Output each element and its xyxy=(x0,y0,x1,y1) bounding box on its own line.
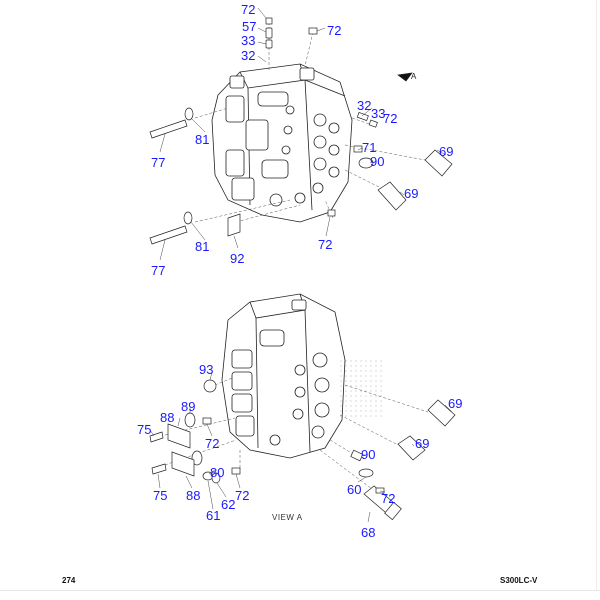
lower-control-valve-body xyxy=(221,293,346,459)
callout-69: 69 xyxy=(439,144,453,159)
callout-72: 72 xyxy=(241,2,255,17)
callout-57: 57 xyxy=(242,19,256,34)
callout-93: 93 xyxy=(199,362,213,377)
lower-hatch-area xyxy=(340,360,382,418)
callout-68: 68 xyxy=(361,525,375,540)
callout-77: 77 xyxy=(151,155,165,170)
callout-33: 33 xyxy=(371,106,385,121)
callout-72: 72 xyxy=(327,23,341,38)
callout-72: 72 xyxy=(381,491,395,506)
callout-75: 75 xyxy=(153,488,167,503)
callout-90: 90 xyxy=(370,154,384,169)
callout-62: 62 xyxy=(221,497,235,512)
lower-small-parts xyxy=(149,379,456,521)
callout-33: 33 xyxy=(241,33,255,48)
callout-72: 72 xyxy=(205,436,219,451)
callout-72: 72 xyxy=(235,488,249,503)
page-number: 274 xyxy=(62,576,76,585)
callout-69: 69 xyxy=(448,396,462,411)
callout-92: 92 xyxy=(230,251,244,266)
callout-72: 72 xyxy=(383,111,397,126)
model-code: S300LC-V xyxy=(500,576,538,585)
upper-small-parts xyxy=(149,17,453,245)
callout-88: 88 xyxy=(160,410,174,425)
callout-71: 71 xyxy=(362,140,376,155)
callout-72: 72 xyxy=(318,237,332,252)
bottom-rule xyxy=(0,590,600,591)
callout-32: 32 xyxy=(357,98,371,113)
callout-32: 32 xyxy=(241,48,255,63)
callout-88: 88 xyxy=(186,488,200,503)
leader-lines xyxy=(149,7,453,523)
lower-callouts: 93 89 69 88 75 72 69 90 80 88 75 72 62 6… xyxy=(137,362,462,540)
callout-81: 81 xyxy=(195,132,209,147)
callout-81: 81 xyxy=(195,239,209,254)
callout-69: 69 xyxy=(404,186,418,201)
view-a-caption: VIEW A xyxy=(272,513,303,522)
callout-80: 80 xyxy=(210,465,224,480)
callout-77: 77 xyxy=(151,263,165,278)
callout-61: 61 xyxy=(206,508,220,523)
callout-75: 75 xyxy=(137,422,151,437)
callout-89: 89 xyxy=(181,399,195,414)
upper-control-valve-body xyxy=(211,63,353,223)
upper-callouts: 72 57 33 32 72 81 77 32 33 72 69 71 90 6… xyxy=(151,2,453,278)
callout-60: 60 xyxy=(347,482,361,497)
right-rule xyxy=(596,0,597,590)
callout-69: 69 xyxy=(415,436,429,451)
view-direction-label: A xyxy=(411,72,417,81)
callout-90: 90 xyxy=(361,447,375,462)
